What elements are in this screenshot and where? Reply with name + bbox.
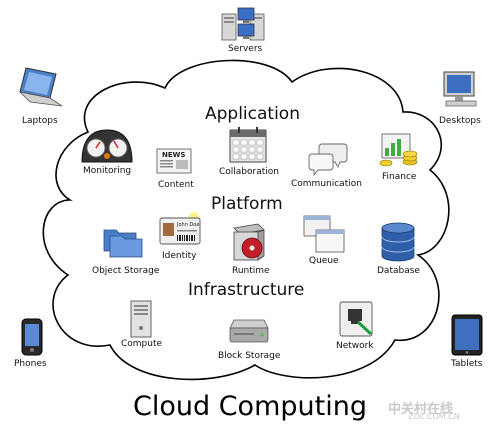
runtime-icon: [233, 223, 265, 261]
object-storage-label: Object Storage: [92, 266, 160, 276]
collaboration-label: Collaboration: [219, 167, 279, 177]
monitoring-label: Monitoring: [83, 166, 132, 176]
platform-heading: Platform: [211, 194, 283, 214]
monitoring-icon: [81, 129, 133, 163]
servers-label: Servers: [228, 44, 263, 54]
identity-label: Identity: [162, 251, 197, 261]
finance-label: Finance: [382, 172, 417, 182]
phones-label: Phones: [14, 359, 47, 369]
network-icon: [339, 301, 373, 337]
database-icon: [381, 222, 415, 262]
queue-label: Queue: [309, 256, 339, 266]
id-card-name: John Doe: [176, 222, 199, 228]
compute-icon: [130, 300, 152, 338]
watermark-url: ZOL.COM.CN: [408, 412, 460, 421]
block-storage-icon: [229, 319, 269, 343]
tablet-icon: [451, 314, 483, 356]
laptop-icon: [18, 67, 63, 107]
desktops-label: Desktops: [439, 116, 481, 126]
compute-label: Compute: [121, 339, 163, 349]
chat-bubbles-icon: [308, 143, 348, 177]
database-label: Database: [377, 266, 420, 276]
watermark-brand: 中关村在线: [388, 402, 454, 417]
phone-icon: [21, 318, 43, 356]
content-label: Content: [158, 180, 194, 190]
servers-icon: [221, 7, 265, 41]
calendar-icon: [229, 127, 267, 163]
newspaper-masthead: NEWS: [162, 151, 185, 159]
id-card-icon: John Doe: [159, 212, 201, 245]
communication-label: Communication: [291, 179, 362, 189]
newspaper-icon: NEWS: [156, 148, 192, 174]
network-label: Network: [336, 341, 374, 351]
queue-icon: [303, 215, 345, 253]
desktop-icon: [443, 71, 477, 107]
block-storage-label: Block Storage: [218, 351, 281, 361]
diagram-title: Cloud Computing: [133, 391, 367, 422]
tablets-label: Tablets: [451, 359, 483, 369]
finance-icon: [379, 133, 418, 167]
runtime-label: Runtime: [232, 266, 270, 276]
folders-icon: [103, 229, 143, 258]
infrastructure-heading: Infrastructure: [188, 280, 305, 300]
application-heading: Application: [205, 104, 300, 124]
laptops-label: Laptops: [22, 116, 58, 126]
